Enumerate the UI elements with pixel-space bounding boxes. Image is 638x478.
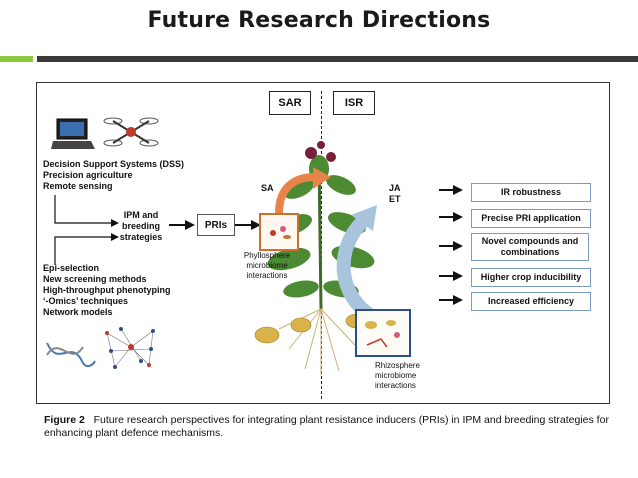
ipm-line-3: strategies (119, 232, 163, 242)
figure-caption: Figure 2 Future research perspectives fo… (44, 414, 624, 440)
accent-bar (0, 56, 33, 62)
sa-arrow-icon (275, 167, 331, 214)
ipm-line-1: IPM and (123, 210, 159, 220)
dna-icon (46, 342, 96, 368)
rhizo-line-3: interactions (375, 381, 416, 390)
network-icon (105, 327, 155, 369)
et-label: ET (389, 194, 401, 204)
outcome-box: Precise PRI application (471, 209, 591, 228)
rhizo-line-1: Rhizosphere (375, 361, 420, 370)
network-models-label: Network models (43, 307, 113, 317)
rhizosphere-text: Rhizosphere microbiome interactions (375, 361, 420, 391)
ipm-text: IPM and breeding strategies (113, 210, 169, 243)
arrow-right-icon (439, 241, 463, 251)
arrow-right-icon (169, 220, 195, 230)
arrow-right-icon (439, 212, 463, 222)
precision-ag-label: Precision agriculture (43, 170, 133, 180)
methods-text: Epi-selection New screening methods High… (43, 263, 170, 318)
laptop-icon (51, 118, 95, 149)
sar-box: SAR (269, 91, 311, 115)
pris-box: PRIs (197, 214, 235, 236)
ja-label: JA (389, 183, 401, 193)
drone-icon (103, 117, 159, 147)
remote-sensing-label: Remote sensing (43, 181, 113, 191)
bracket-connector (54, 195, 119, 265)
dss-label: Decision Support Systems (DSS) (43, 159, 185, 169)
header-rule (37, 56, 638, 62)
outcome-box: Novel compounds and combinations (471, 233, 589, 261)
phyllosphere-inset (259, 213, 299, 251)
arrow-right-icon (439, 185, 463, 195)
ja-et-arrow-icon (336, 205, 377, 321)
rhizosphere-inset (355, 309, 411, 357)
root-microbe-icon (365, 320, 400, 348)
epi-selection-label: Epi-selection (43, 263, 100, 273)
screening-label: New screening methods (43, 274, 147, 284)
dss-text: Decision Support Systems (DSS) Precision… (43, 159, 184, 192)
sa-label: SA (261, 183, 274, 193)
caption-text: Future research perspectives for integra… (44, 414, 609, 439)
outcome-box: IR robustness (471, 183, 591, 202)
figure-panel: Decision Support Systems (DSS) Precision… (36, 82, 610, 404)
outcome-box: Higher crop inducibility (471, 268, 591, 287)
ipm-line-2: breeding (121, 221, 160, 231)
arrow-right-icon (439, 271, 463, 281)
rhizo-line-2: microbiome (375, 371, 417, 380)
phyllo-line-3: interactions (246, 271, 288, 280)
phyllo-line-1: Phyllosphere (243, 251, 291, 260)
page-title: Future Research Directions (147, 8, 491, 33)
phyllo-line-2: microbiome (246, 261, 288, 270)
arrow-right-icon (235, 220, 261, 230)
isr-box: ISR (333, 91, 375, 115)
arrow-right-icon (439, 295, 463, 305)
phyllosphere-text: Phyllosphere microbiome interactions (237, 251, 297, 281)
figure-label: Figure 2 (44, 414, 85, 426)
phenotyping-label: High-throughput phenotyping (43, 285, 171, 295)
outcome-box: Increased efficiency (471, 292, 591, 311)
microbe-icon (270, 226, 291, 239)
omics-label: ‘-Omics’ techniques (43, 296, 129, 306)
